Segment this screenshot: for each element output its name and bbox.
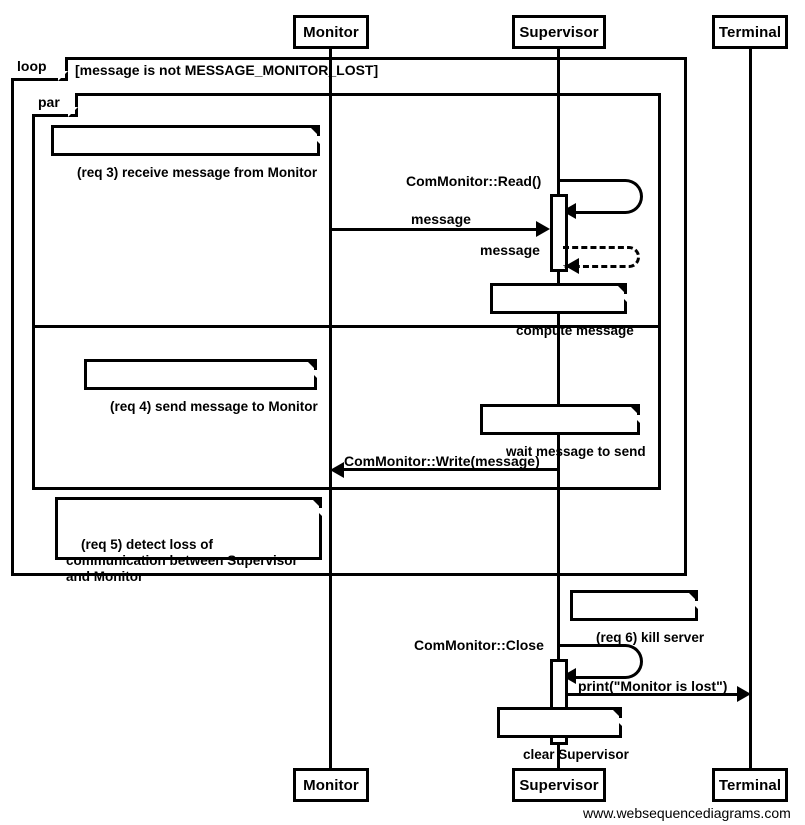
note-wait-text: wait message to send (506, 444, 646, 459)
msg-message-in-line (331, 228, 536, 231)
note-req4: (req 4) send message to Monitor (84, 359, 318, 414)
loop-frame-tab: loop (11, 57, 68, 81)
par-frame (32, 93, 661, 490)
actor-header-terminal[interactable]: Terminal (712, 15, 788, 49)
msg-read-self-loop (557, 179, 643, 214)
note-fold-icon (628, 404, 641, 424)
loop-frame (11, 57, 687, 576)
msg-close-label: ComMonitor::Close (414, 637, 544, 653)
loop-frame-condition: [message is not MESSAGE_MONITOR_LOST] (75, 62, 379, 78)
note-wait: wait message to send (480, 404, 646, 459)
actor-footer-terminal[interactable]: Terminal (712, 768, 788, 802)
note-compute-text: compute message (516, 323, 634, 338)
actor-footer-monitor-label: Monitor (303, 776, 359, 794)
lifeline-monitor (329, 48, 332, 768)
note-fold-icon (308, 125, 321, 145)
actor-footer-supervisor-label: Supervisor (519, 776, 599, 794)
msg-read-label: ComMonitor::Read() (406, 173, 542, 189)
note-fold-icon (610, 707, 623, 727)
actor-footer-monitor[interactable]: Monitor (293, 768, 369, 802)
msg-close-self-loop (557, 644, 643, 679)
note-req6: (req 6) kill server (570, 590, 704, 645)
actor-header-monitor-label: Monitor (303, 23, 359, 41)
msg-print-line (568, 693, 737, 696)
par-frame-tab: par (32, 93, 78, 117)
msg-print-label: print("Monitor is lost") (578, 678, 728, 694)
actor-header-supervisor[interactable]: Supervisor (512, 15, 606, 49)
note-fold-icon (615, 283, 628, 303)
par-frame-divider (32, 325, 661, 328)
msg-message-ret-self-loop (563, 246, 640, 268)
actor-header-terminal-label: Terminal (718, 23, 782, 41)
note-fold-icon (310, 497, 323, 517)
note-req6-text: (req 6) kill server (596, 630, 705, 645)
msg-message-ret-label: message (480, 242, 540, 258)
actor-header-monitor[interactable]: Monitor (293, 15, 369, 49)
note-req3: (req 3) receive message from Monitor (51, 125, 321, 180)
msg-write-label: ComMonitor::Write(message) (344, 453, 540, 469)
loop-frame-label: loop (17, 58, 47, 74)
note-req5: (req 5) detect loss of communication bet… (55, 497, 323, 584)
actor-header-supervisor-label: Supervisor (519, 23, 599, 41)
note-clear: clear Supervisor (497, 707, 629, 762)
note-req5-text: (req 5) detect loss of communication bet… (66, 537, 298, 584)
actor-footer-terminal-label: Terminal (718, 776, 782, 794)
note-fold-icon (305, 359, 318, 379)
par-frame-label: par (38, 94, 60, 110)
note-req3-text: (req 3) receive message from Monitor (77, 165, 318, 180)
msg-print-arrowhead (737, 686, 751, 702)
msg-message-in-arrowhead (536, 221, 550, 237)
msg-write-line (344, 468, 558, 471)
note-compute: compute message (490, 283, 634, 338)
note-fold-icon (686, 590, 699, 610)
msg-write-arrowhead (330, 462, 344, 478)
msg-message-in-label: message (411, 211, 471, 227)
watermark: www.websequencediagrams.com (583, 805, 791, 821)
actor-footer-supervisor[interactable]: Supervisor (512, 768, 606, 802)
note-req4-text: (req 4) send message to Monitor (110, 399, 318, 414)
msg-message-ret-arrowhead (565, 258, 579, 274)
note-clear-text: clear Supervisor (523, 747, 629, 762)
lifeline-terminal (749, 48, 752, 768)
